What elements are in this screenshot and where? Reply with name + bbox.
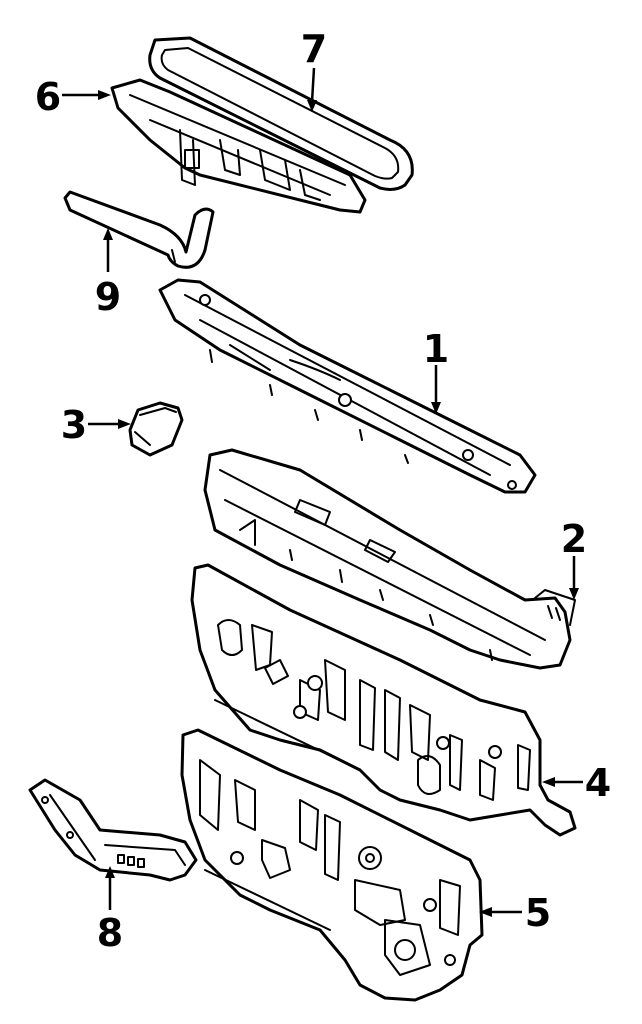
part-7-seal: [148, 36, 414, 191]
part-4-dash-panel: [190, 563, 577, 837]
callout-5: 5: [525, 891, 551, 935]
part-5-insulator: [180, 728, 484, 1002]
part-1-cowl-panel: [158, 278, 537, 494]
part-6-cowl-top: [110, 78, 367, 214]
callout-labels: 7 6 9 1 3 2 4 8 5: [35, 27, 611, 955]
callout-9: 9: [95, 275, 121, 319]
callout-7: 7: [301, 27, 327, 71]
part-3-block: [128, 401, 184, 457]
callout-1: 1: [423, 327, 449, 371]
callout-6: 6: [35, 75, 61, 119]
callout-2: 2: [561, 517, 587, 561]
part-8-bracket: [28, 778, 198, 882]
callout-4: 4: [585, 761, 611, 805]
leader-lines: [62, 67, 583, 917]
callout-8: 8: [97, 911, 123, 955]
part-9-hose: [63, 190, 215, 269]
part-2-dash-upper: [203, 448, 576, 670]
callout-3: 3: [61, 403, 87, 447]
